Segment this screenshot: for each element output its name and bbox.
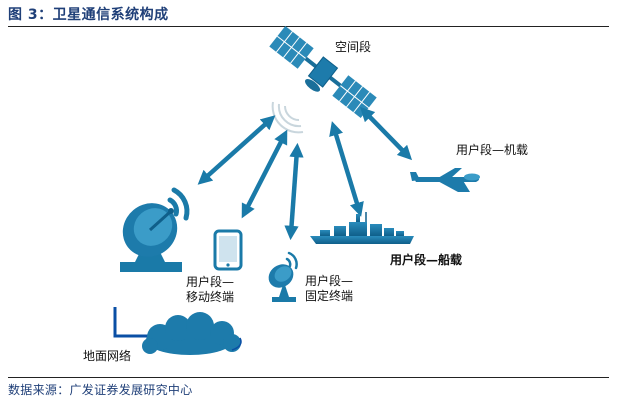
arrow-ground-station [197, 115, 276, 185]
bottom-rule [8, 377, 609, 378]
label-user-mobile: 用户段— 移动终端 [186, 275, 234, 305]
top-rule [8, 26, 609, 27]
label-space-segment: 空间段 [335, 40, 372, 54]
link-arrows [197, 106, 413, 241]
aircraft-icon [410, 168, 480, 192]
ground-network-icon [113, 307, 242, 355]
ground-station-dish-icon [120, 187, 190, 272]
label-ground-network: 地面网络 [83, 349, 132, 363]
figure-title: 图 3：卫星通信系统构成 [8, 7, 169, 23]
fixed-terminal-dish-icon [268, 251, 298, 302]
label-user-fixed-line2: 固定终端 [305, 289, 354, 303]
label-user-fixed: 用户段— 固定终端 [305, 274, 353, 304]
label-user-mobile-line2: 移动终端 [186, 290, 235, 304]
label-user-shipborne: 用户段—船载 [390, 253, 463, 267]
label-user-airborne: 用户段—机载 [456, 143, 529, 157]
figure-source: 数据来源：广发证券发展研究中心 [8, 383, 193, 397]
arrow-airborne [359, 106, 413, 161]
arrow-fixed-terminal [284, 142, 304, 241]
arrow-mobile-terminal [241, 129, 288, 219]
mobile-terminal-icon [213, 229, 243, 271]
satellite-signal-icon [271, 101, 304, 134]
ship-icon [310, 212, 414, 244]
satellite-icon [269, 26, 377, 118]
label-user-mobile-line1: 用户段— [186, 275, 235, 289]
label-user-fixed-line1: 用户段— [305, 274, 354, 288]
arrow-shipborne [329, 121, 364, 217]
